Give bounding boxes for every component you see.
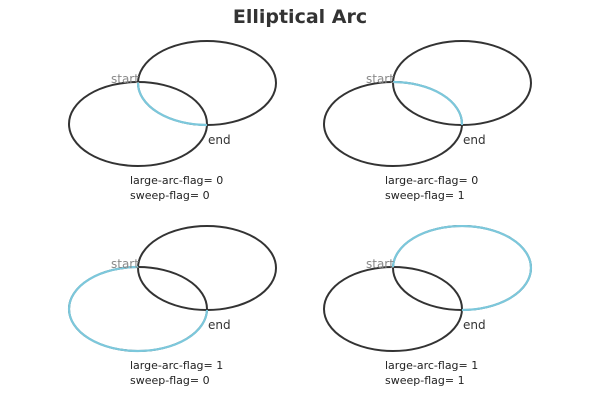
start-label: start bbox=[366, 257, 394, 271]
diagram-title: Elliptical Arc bbox=[232, 6, 368, 28]
arc-panel-4: start end large-arc-flag= 1 sweep-flag= … bbox=[255, 225, 555, 405]
arc-diagram-2 bbox=[323, 40, 532, 167]
arc-panel-2: start end large-arc-flag= 0 sweep-flag= … bbox=[255, 40, 555, 220]
arc-diagram-3 bbox=[67, 225, 277, 353]
sweep-flag-label: sweep-flag= 0 bbox=[130, 374, 210, 387]
highlighted-arc bbox=[136, 81, 208, 127]
sweep-flag-label: sweep-flag= 1 bbox=[385, 374, 465, 387]
arc-diagram-4 bbox=[323, 225, 533, 352]
highlighted-arc bbox=[392, 80, 464, 126]
sweep-flag-label: sweep-flag= 1 bbox=[385, 189, 465, 202]
large-arc-flag-label: large-arc-flag= 1 bbox=[385, 359, 479, 372]
highlighted-arc bbox=[67, 265, 209, 353]
highlighted-arc bbox=[391, 225, 533, 312]
large-arc-flag-label: large-arc-flag= 0 bbox=[130, 174, 224, 187]
arc-panel-1: start end large-arc-flag= 0 sweep-flag= … bbox=[0, 40, 300, 220]
large-arc-flag-label: large-arc-flag= 1 bbox=[130, 359, 224, 372]
large-arc-flag-label: large-arc-flag= 0 bbox=[385, 174, 479, 187]
end-label: end bbox=[208, 133, 231, 147]
start-label: start bbox=[111, 72, 139, 86]
start-label: start bbox=[366, 72, 394, 86]
sweep-flag-label: sweep-flag= 0 bbox=[130, 189, 210, 202]
end-label: end bbox=[208, 318, 231, 332]
arc-diagram-1 bbox=[68, 40, 277, 167]
arc-panel-3: start end large-arc-flag= 1 sweep-flag= … bbox=[0, 225, 300, 405]
start-label: start bbox=[111, 257, 139, 271]
end-label: end bbox=[463, 318, 486, 332]
end-label: end bbox=[463, 133, 486, 147]
